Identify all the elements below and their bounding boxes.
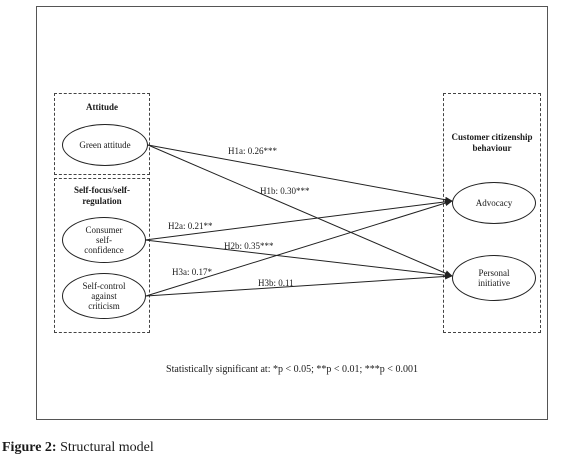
path-label-h2b: H2b: 0.35*** bbox=[224, 241, 274, 251]
path-label-h1b: H1b: 0.30*** bbox=[260, 186, 310, 196]
node-consumer-self-confidence: Consumer self- confidence bbox=[62, 217, 146, 263]
customer-citizenship-group-title: Customer citizenship behaviour bbox=[451, 132, 533, 153]
path-label-h2a: H2a: 0.21** bbox=[168, 221, 213, 231]
arrow-h2b bbox=[144, 239, 453, 279]
path-label-h3a: H3a: 0.17* bbox=[172, 267, 212, 277]
node-self-control-against-criticism: Self-control against criticism bbox=[62, 273, 146, 319]
self-focus-group: Self-focus/self- regulation bbox=[54, 178, 150, 333]
self-focus-group-title: Self-focus/self- regulation bbox=[74, 185, 130, 206]
caption-label: Figure 2: bbox=[2, 440, 57, 455]
arrow-h1b bbox=[147, 144, 453, 277]
node-personal-initiative: Personal initiative bbox=[452, 255, 536, 301]
customer-citizenship-group: Customer citizenship behaviour bbox=[443, 93, 541, 333]
node-advocacy: Advocacy bbox=[452, 182, 536, 224]
arrow-h2a bbox=[144, 198, 453, 241]
figure-caption: Figure 2: Structural model bbox=[2, 440, 154, 456]
path-label-h3b: H3b: 0.11 bbox=[258, 278, 294, 288]
significance-note: Statistically significant at: *p < 0.05;… bbox=[166, 364, 418, 375]
attitude-group: Attitude bbox=[54, 93, 150, 175]
arrow-h3a bbox=[145, 200, 453, 297]
arrow-h1a bbox=[147, 144, 453, 203]
path-label-h1a: H1a: 0.26*** bbox=[228, 146, 277, 156]
arrow-h3b bbox=[145, 273, 453, 297]
node-green-attitude: Green attitude bbox=[62, 124, 148, 166]
figure-frame bbox=[36, 6, 548, 420]
caption-text: Structural model bbox=[56, 440, 154, 455]
attitude-group-title: Attitude bbox=[86, 102, 118, 112]
